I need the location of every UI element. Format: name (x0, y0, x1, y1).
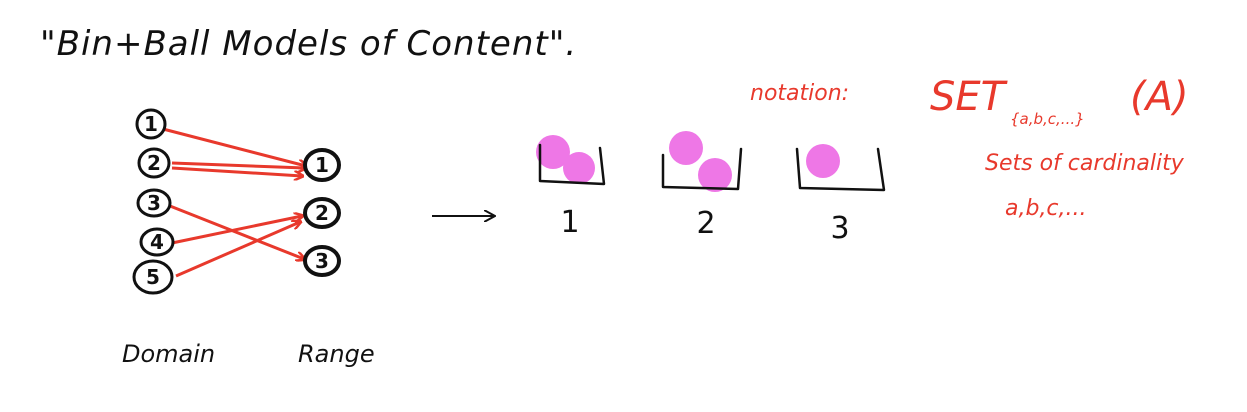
bin-2: 2 (661, 131, 743, 241)
bin-outline (661, 147, 743, 191)
domain-label: Domain (122, 340, 215, 368)
arrow-1-to-1 (162, 127, 306, 166)
set-subscript: {a,b,c,...} (1010, 110, 1085, 128)
bin-label: 1 (560, 205, 579, 240)
set-argument: (A) (1130, 74, 1189, 120)
bin-outline (795, 147, 886, 192)
arrow-2-to-1-second (171, 166, 302, 176)
arrow-3-to-3 (169, 204, 304, 259)
svg-text:3: 3 (147, 191, 161, 215)
domain-node: 2 (137, 147, 171, 179)
svg-text:1: 1 (315, 153, 329, 177)
svg-text:2: 2 (147, 151, 161, 175)
arrow-4-to-2 (171, 216, 302, 245)
range-node: 3 (303, 245, 341, 277)
ball (669, 131, 703, 165)
svg-text:2: 2 (315, 201, 329, 225)
mapping-arrows (162, 127, 306, 278)
ball (563, 152, 595, 184)
range-nodes: 1 2 3 (303, 148, 341, 277)
svg-text:5: 5 (146, 265, 160, 289)
domain-node: 1 (135, 108, 167, 140)
page-title: "Bin+Ball Models of Content". (40, 24, 577, 64)
domain-node: 5 (132, 259, 174, 295)
svg-text:1: 1 (144, 112, 158, 136)
arrow-5-to-2 (175, 222, 300, 278)
cardinality-variables: a,b,c,... (1005, 196, 1087, 221)
bin-3: 3 (795, 144, 886, 246)
range-node: 2 (303, 197, 341, 229)
arrow-2-to-1 (171, 161, 305, 168)
bin-1: 1 (536, 135, 606, 240)
ball (806, 144, 840, 178)
notation-label: notation: (750, 81, 849, 106)
ball (698, 158, 732, 192)
set-notation: SET {a,b,c,...} (A) (930, 74, 1189, 128)
domain-node: 4 (139, 227, 175, 257)
domain-node: 3 (136, 188, 172, 218)
bin-label: 3 (830, 211, 849, 246)
domain-nodes: 1 2 3 4 5 (132, 108, 175, 295)
bin-label: 2 (696, 206, 715, 241)
cardinality-description: Sets of cardinality (985, 151, 1185, 176)
range-label: Range (298, 340, 375, 368)
svg-text:4: 4 (150, 230, 164, 254)
set-main: SET (930, 74, 1009, 120)
svg-text:3: 3 (315, 249, 329, 273)
range-node: 1 (303, 148, 341, 182)
ball (536, 135, 570, 169)
bin-outline (538, 143, 606, 186)
